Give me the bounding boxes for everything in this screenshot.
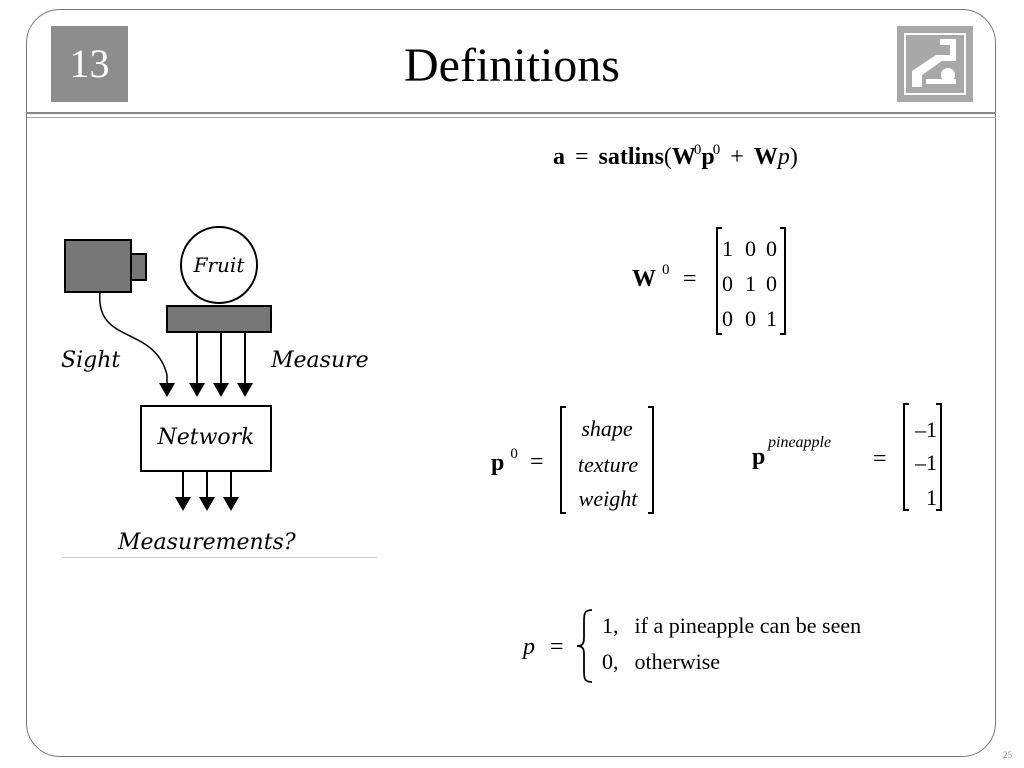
p0-equals: =	[530, 449, 544, 475]
p0-entry: weight	[578, 486, 638, 511]
w0-cell: 0	[722, 306, 733, 331]
w0-equals: =	[683, 266, 697, 292]
page-number: 25	[1003, 750, 1012, 760]
weight-w0: W	[671, 144, 696, 170]
ppineapple-entry: –1	[915, 450, 937, 475]
p0-entry: texture	[577, 452, 639, 477]
network-equation: a=satlins(W0p0+Wp)	[553, 142, 798, 171]
sorter-diagram: Fruit Sight Measure Network Measurements…	[61, 226, 369, 555]
case-1: 1, if a pineapple can be seen	[602, 608, 861, 644]
ppineapple-bracket-right	[936, 403, 942, 511]
slide-frame	[26, 9, 996, 757]
w0-cell: 1	[745, 271, 756, 296]
plus-sign: +	[730, 144, 744, 170]
slide-title: Definitions	[404, 39, 620, 92]
case-1-value: 1,	[602, 613, 619, 638]
w0-cell: 0	[745, 306, 756, 331]
camera-icon	[64, 239, 132, 293]
w0-cell: 1	[766, 306, 777, 331]
w0-cell: 0	[766, 271, 777, 296]
camera-lens-icon	[130, 253, 147, 281]
w0-bracket-left	[716, 227, 722, 335]
output-label: Measurements?	[117, 530, 296, 555]
paren-close: )	[789, 144, 798, 170]
case-1-condition: if a pineapple can be seen	[634, 613, 862, 638]
header-rule	[27, 112, 996, 114]
network-label: Network	[156, 425, 254, 450]
transfer-function-name: satlins	[598, 144, 664, 170]
cases-brace-icon	[576, 609, 593, 683]
case-2-value: 0,	[602, 649, 619, 674]
w0-cell: 0	[766, 236, 777, 261]
superscript-zero: 0	[693, 142, 702, 158]
case-2: 0, otherwise	[602, 644, 720, 680]
ppineapple-entry: 1	[926, 485, 937, 510]
input-p0: p	[701, 144, 715, 170]
ppineapple-superscript: pineapple	[768, 434, 832, 451]
case-2-condition: otherwise	[634, 649, 721, 674]
neural-network-logo-icon	[897, 26, 973, 102]
w0-cell: 1	[722, 236, 733, 261]
w0-bracket-right	[780, 227, 786, 335]
ppineapple-equals: =	[873, 446, 887, 472]
cases-equals: =	[550, 634, 564, 660]
header-rule-thin	[27, 117, 996, 118]
input-scalar-p: p	[777, 144, 790, 170]
cases-lhs: p	[523, 634, 535, 660]
equals-sign: =	[575, 144, 589, 170]
output-vector-a: a	[553, 144, 565, 170]
sight-label: Sight	[61, 348, 120, 373]
superscript-zero: 0	[712, 142, 721, 158]
ppineapple-bracket-left	[903, 403, 909, 511]
w0-cell: 0	[722, 271, 733, 296]
p0-bracket-left	[560, 406, 566, 514]
ppineapple-label: p	[752, 444, 766, 470]
ppineapple-entry: –1	[915, 417, 937, 442]
weight-w: W	[753, 144, 778, 170]
fruit-label: Fruit	[193, 253, 246, 277]
w0-cell: 0	[745, 236, 756, 261]
measure-label: Measure	[270, 348, 369, 373]
p0-entry: shape	[581, 416, 633, 441]
chapter-number-badge: 13	[51, 26, 128, 102]
paren-open: (	[663, 144, 672, 170]
fruit-icon	[180, 226, 258, 304]
p0-bracket-right	[648, 406, 654, 514]
scale-platform-icon	[166, 305, 272, 333]
figure-baseline	[62, 557, 377, 558]
